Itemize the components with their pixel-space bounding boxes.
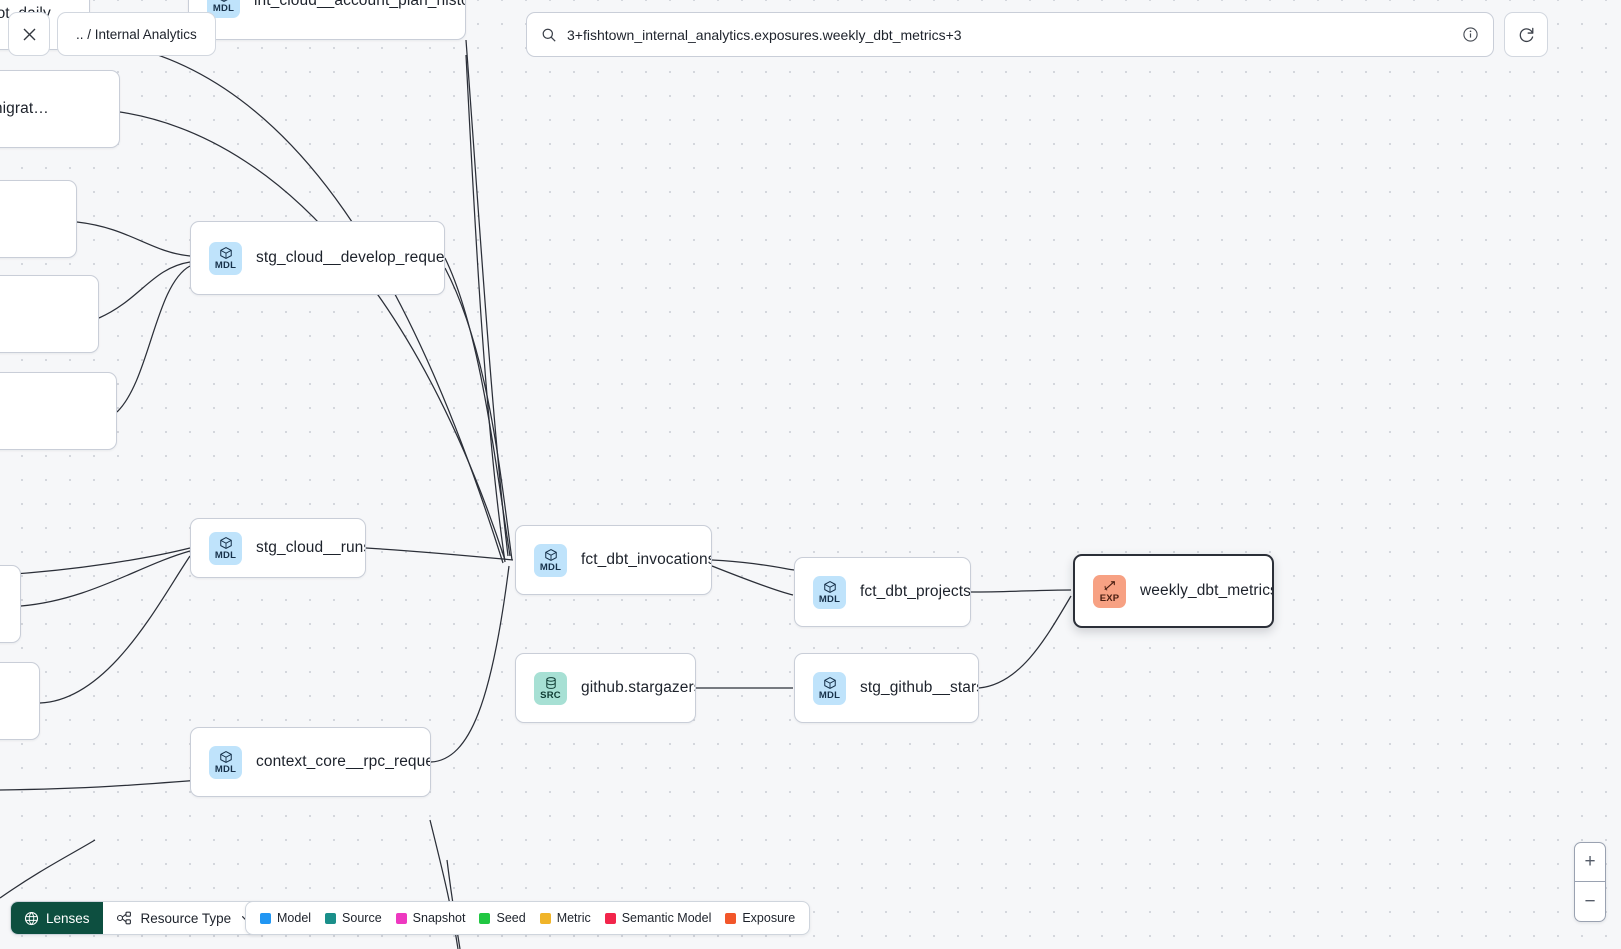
graph-node[interactable]: SRC github.stargazers: [515, 653, 696, 723]
lineage-edge: [711, 559, 795, 571]
graph-node[interactable]: MDLn: [0, 565, 21, 643]
legend-item: Snapshot: [395, 911, 466, 925]
zoom-controls[interactable]: + −: [1574, 842, 1606, 922]
lineage-edge: [465, 39, 509, 557]
graph-node-label: stg_cloud__develop_requests: [256, 249, 445, 266]
close-button[interactable]: [8, 12, 50, 56]
search-bar[interactable]: [526, 12, 1494, 57]
legend-swatch: [604, 912, 616, 924]
legend-label: Seed: [496, 911, 526, 925]
legend-label: Metric: [556, 911, 591, 925]
legend-swatch: [325, 912, 337, 924]
lineage-edge: [76, 221, 191, 257]
legend-item: Metric: [539, 911, 591, 925]
lineage-edge: [0, 547, 191, 576]
lineage-edge: [116, 265, 191, 413]
legend-label: Model: [277, 911, 312, 925]
resource-type-legend: Model Source Snapshot Seed Metric Semantic Mo…: [245, 901, 811, 935]
graph-node[interactable]: MDLp_request: [0, 180, 77, 258]
graph-node-label: stg_cloud__runs: [256, 539, 366, 556]
graph-node[interactable]: MDL_develop_request: [0, 372, 117, 450]
breadcrumb-label: .. / Internal Analytics: [76, 26, 197, 42]
search-input[interactable]: [567, 26, 1452, 43]
refresh-button[interactable]: [1504, 12, 1548, 57]
legend-swatch: [725, 912, 737, 924]
legend-item: Exposure: [725, 911, 795, 925]
legend-swatch: [539, 912, 551, 924]
resource-type-label: Resource Type: [140, 910, 232, 926]
lineage-edge: [89, 39, 504, 564]
mdl-badge-icon: MDL: [209, 241, 242, 275]
zoom-in-button[interactable]: +: [1575, 843, 1605, 882]
lenses-label: Lenses: [46, 910, 90, 926]
close-icon: [23, 28, 35, 40]
graph-node[interactable]: MDL stg_cloud__runs: [190, 518, 366, 578]
lineage-edge: [444, 267, 513, 561]
lineage-edge: [970, 589, 1072, 593]
lineage-edge: [365, 547, 514, 561]
lineage-edge: [444, 257, 511, 557]
graph-node-label: github.stargazers: [581, 679, 696, 696]
graph-node[interactable]: MDL fct_dbt_invocations: [515, 525, 712, 595]
lineage-edge: [430, 565, 510, 763]
legend-label: Exposure: [742, 911, 796, 925]
src-badge-icon: SRC: [534, 671, 567, 705]
exp-badge-icon: EXP: [1093, 574, 1126, 608]
resource-type-icon: [116, 911, 131, 925]
graph-node-label: weekly_dbt_metrics: [1140, 582, 1274, 599]
legend-label: Snapshot: [412, 911, 466, 925]
lineage-edge: [711, 565, 794, 596]
legend-item: Model: [260, 911, 311, 925]
graph-node-label: int_cloud__account_plan_history: [254, 0, 466, 9]
graph-node-label: stg_github__stars: [860, 679, 979, 696]
resource-type-dropdown[interactable]: Resource Type: [102, 902, 267, 934]
legend-item: Source: [325, 911, 382, 925]
breadcrumb[interactable]: .. / Internal Analytics: [57, 12, 216, 56]
mdl-badge-icon: MDL: [813, 671, 846, 705]
mdl-badge-icon: MDL: [209, 531, 242, 565]
lineage-edge: [20, 550, 191, 607]
graph-node[interactable]: MDL stg_cloud__develop_requests: [190, 221, 445, 295]
graph-node[interactable]: MDL fct_dbt_projects: [794, 557, 971, 627]
search-icon: [542, 28, 556, 42]
graph-node-label: fct_dbt_invocations: [581, 551, 712, 568]
graph-node[interactable]: MDLvelop_request: [0, 275, 99, 353]
graph-node-label: context_core__rpc_request: [256, 753, 431, 770]
lenses-toolbar[interactable]: Lenses Resource Type: [10, 901, 268, 935]
graph-node[interactable]: MDL context_core__rpc_request: [190, 727, 431, 797]
graph-node-label: fct_dbt_projects: [860, 583, 971, 600]
mdl-badge-icon: MDL: [813, 575, 846, 609]
zoom-out-button[interactable]: −: [1584, 890, 1596, 912]
graph-node-label: multicell_migrat…: [0, 100, 49, 117]
legend-label: Semantic Model: [621, 911, 712, 925]
legend-swatch: [260, 912, 271, 924]
graph-node[interactable]: EXP weekly_dbt_metrics: [1073, 554, 1274, 628]
legend-item: Semantic Model: [604, 911, 712, 925]
graph-node[interactable]: MDLmulticell_migrat…: [0, 70, 120, 148]
mdl-badge-icon: MDL: [209, 745, 242, 779]
legend-item: Seed: [479, 911, 526, 925]
lineage-edge: [978, 595, 1072, 689]
lineage-edge: [0, 839, 96, 899]
lineage-edge: [98, 261, 191, 319]
legend-swatch: [395, 912, 407, 924]
graph-node[interactable]: MDL_run: [0, 662, 40, 740]
mdl-badge-icon: MDL: [534, 543, 567, 577]
lineage-edge: [119, 111, 506, 561]
lineage-edge: [465, 54, 506, 563]
legend-swatch: [479, 912, 491, 924]
lens-globe-icon: [24, 911, 39, 925]
refresh-icon: [1519, 27, 1533, 43]
lineage-edge: [39, 555, 191, 704]
graph-node[interactable]: MDL int_cloud__account_plan_history: [188, 0, 466, 40]
lenses-button[interactable]: Lenses: [11, 902, 103, 934]
graph-node[interactable]: MDL stg_github__stars: [794, 653, 979, 723]
mdl-badge-icon: MDL: [207, 0, 240, 18]
legend-label: Source: [342, 911, 382, 925]
info-icon[interactable]: [1462, 26, 1479, 43]
